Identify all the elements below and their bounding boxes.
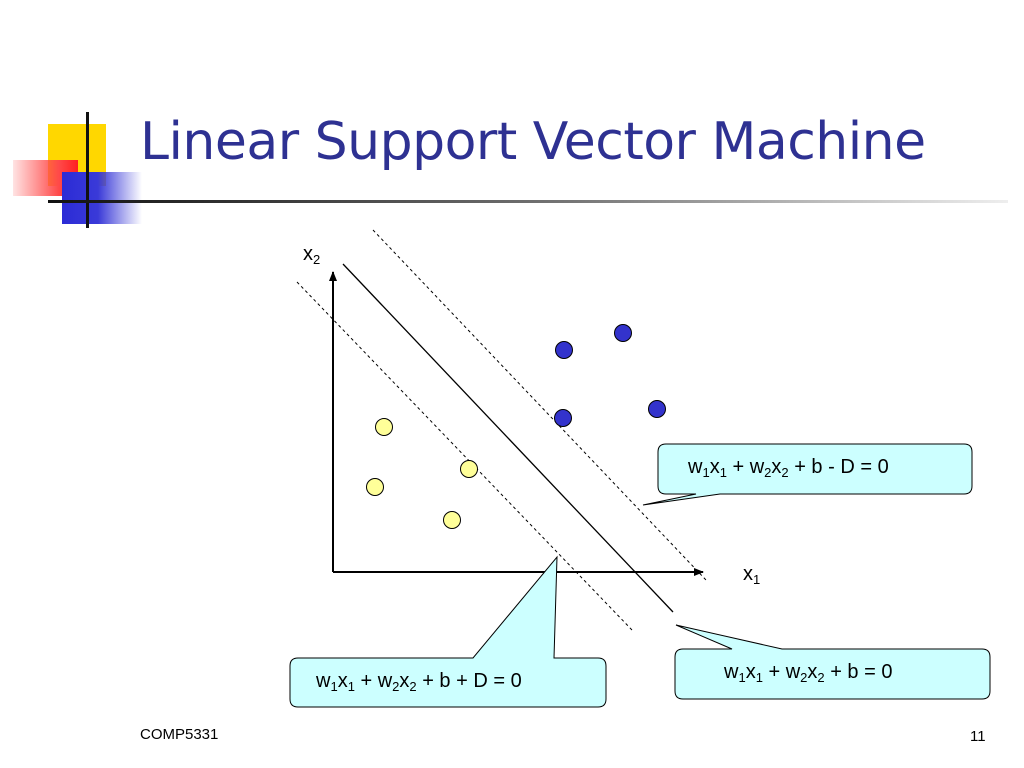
positive-point bbox=[555, 341, 573, 359]
decision-boundary-equation: w1x1 + w2x2 + b = 0 bbox=[724, 661, 893, 685]
upper-margin-line bbox=[372, 229, 707, 581]
page-number: 11 bbox=[970, 728, 986, 745]
decorative-vertical-line bbox=[86, 112, 89, 228]
callout-upper-margin bbox=[642, 443, 973, 506]
x-axis-label: x1 bbox=[743, 563, 761, 587]
negative-point bbox=[443, 511, 461, 529]
decorative-blue-bar bbox=[62, 172, 142, 224]
negative-point bbox=[375, 418, 393, 436]
callout-lower-margin bbox=[289, 555, 607, 708]
y-axis-label: x2 bbox=[303, 243, 321, 267]
positive-point bbox=[648, 400, 666, 418]
title-underline bbox=[48, 200, 1008, 203]
positive-point bbox=[614, 324, 632, 342]
footer-course-code: COMP5331 bbox=[140, 726, 219, 743]
decision-boundary-line bbox=[342, 263, 674, 613]
slide-title: Linear Support Vector Machine bbox=[140, 112, 926, 172]
lower-margin-line bbox=[296, 281, 633, 631]
positive-point bbox=[554, 409, 572, 427]
negative-point bbox=[366, 478, 384, 496]
upper-margin-equation: w1x1 + w2x2 + b - D = 0 bbox=[688, 456, 889, 480]
callout-decision-boundary bbox=[674, 624, 991, 700]
negative-point bbox=[460, 460, 478, 478]
lower-margin-equation: w1x1 + w2x2 + b + D = 0 bbox=[316, 670, 522, 694]
